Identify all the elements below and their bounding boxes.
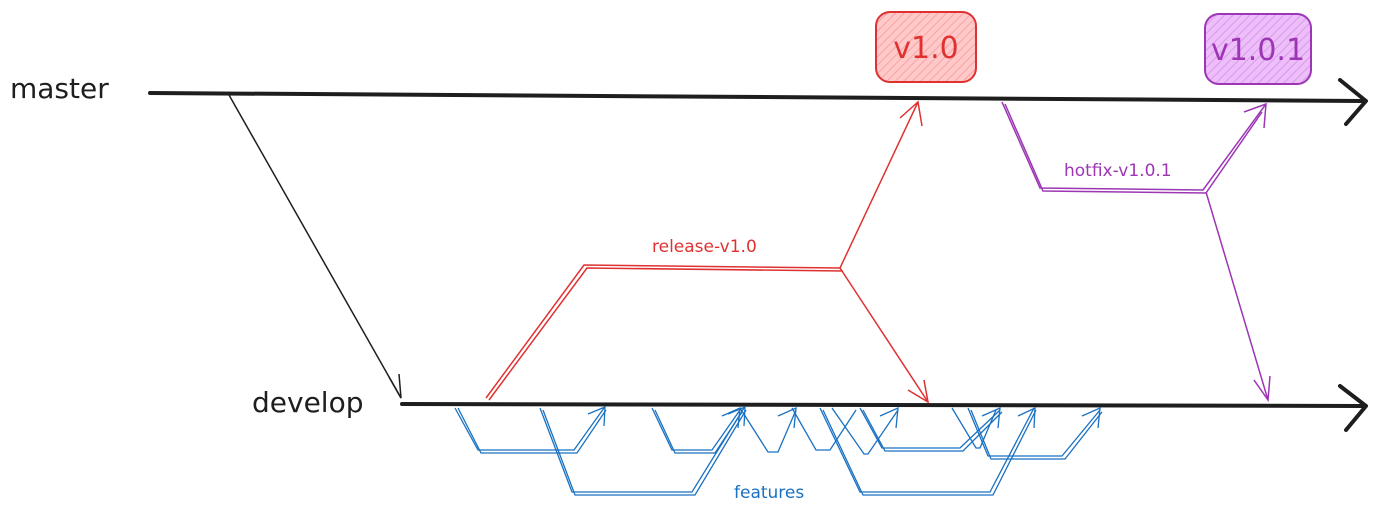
release-branch [485,100,930,404]
develop-label: develop [252,386,363,419]
tag-v1-0-1-text: v1.0.1 [1211,33,1305,68]
features-label: features [734,483,804,503]
master-line [148,91,1364,103]
release-label: release-v1.0 [652,237,757,257]
tag-v1-0: v1.0 [875,11,977,83]
hotfix-label: hotfix-v1.0.1 [1064,161,1172,181]
develop-branch: develop [252,384,1368,432]
master-branch: master [10,72,1368,126]
develop-line [400,402,1364,408]
feature-branches [454,406,1103,496]
hotfix-branch [1001,101,1271,403]
tag-v1-0-1: v1.0.1 [1204,13,1312,85]
master-to-develop-arrow [228,94,402,399]
tag-v1-0-text: v1.0 [893,31,958,66]
master-label: master [10,72,109,105]
master-arrowhead [1338,78,1368,126]
develop-arrowhead [1338,384,1368,432]
